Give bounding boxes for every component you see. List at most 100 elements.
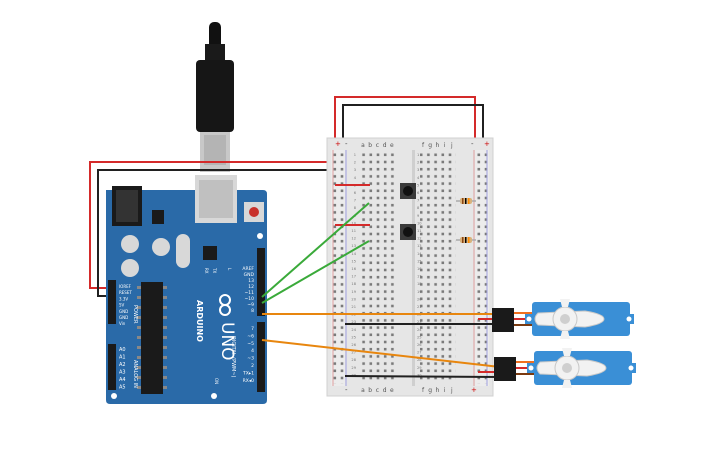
- breadboard-column-letter: h: [435, 387, 439, 394]
- breadboard-row-number: 2: [354, 161, 356, 165]
- pushbutton: [400, 224, 416, 240]
- breadboard-column-letter: f: [422, 387, 425, 394]
- breadboard-column-letter: g: [428, 387, 432, 394]
- servo-motor: [494, 348, 636, 388]
- breadboard-column-letter: e: [390, 387, 394, 394]
- breadboard-row-number: 6: [354, 191, 357, 195]
- breadboard-row-number: 12: [351, 237, 356, 241]
- capacitor: [152, 238, 170, 256]
- breadboard-row-number: 17: [417, 275, 422, 279]
- breadboard-row-number: 25: [351, 335, 356, 339]
- breadboard-row-number: 6: [417, 191, 420, 195]
- breadboard-column-letter: b: [368, 387, 372, 394]
- rx-led-label: RX: [204, 268, 209, 274]
- digital-pin-label: TX▸1: [242, 370, 254, 376]
- breadboard-column-letter: f: [422, 142, 425, 149]
- breadboard-jumpers: [335, 184, 370, 226]
- breadboard-row-labels: 1122334455667788991010111112121313141415…: [351, 153, 422, 377]
- digital-header-bottom: [257, 322, 265, 392]
- analog-header-label: ANALOG IN: [132, 360, 138, 388]
- arduino-logo: [219, 294, 231, 316]
- breadboard-row-number: 20: [417, 297, 422, 301]
- breadboard-row-number: 11: [351, 229, 356, 233]
- breadboard-row-number: 23: [351, 320, 356, 324]
- power-pin-label: RESET: [119, 290, 132, 295]
- breadboard-row-number: 14: [351, 252, 356, 256]
- breadboard-row-number: 4: [354, 176, 357, 180]
- breadboard-column-letter: a: [361, 387, 365, 394]
- on-led-label: ON: [214, 378, 219, 384]
- breadboard-column-letter: i: [444, 387, 446, 394]
- servo-motor: [492, 299, 634, 339]
- digital-pin-label: GND: [244, 272, 255, 278]
- digital-pin-label: ~9: [247, 302, 254, 308]
- breadboard-row-number: 1: [417, 153, 419, 157]
- breadboard-row-number: 11: [417, 229, 422, 233]
- usb-cable: [196, 22, 234, 172]
- breadboard-row-number: 21: [417, 305, 422, 309]
- capacitor: [121, 235, 139, 253]
- capacitor: [121, 259, 139, 277]
- breadboard-row-number: 3: [417, 168, 419, 172]
- servo-wires: [261, 313, 501, 378]
- breadboard-row-number: 26: [417, 343, 422, 347]
- digital-pin-label: 8: [251, 308, 254, 314]
- resistor: [456, 237, 476, 243]
- breadboard-column-letter: d: [383, 387, 387, 394]
- breadboard-row-number: 19: [417, 290, 422, 294]
- breadboard-column-letter: d: [383, 142, 387, 149]
- rail-plus-label-bottom: +: [471, 386, 477, 394]
- analog-pin-label: A5: [119, 385, 126, 391]
- digital-pin-label: 12: [248, 284, 254, 290]
- breadboard-column-letter: e: [390, 142, 394, 149]
- digital-pin-label: AREF: [242, 266, 254, 272]
- rail-minus-label-right: -: [471, 140, 474, 148]
- breadboard-row-number: 7: [354, 199, 356, 203]
- digital-pin-label: ~6: [247, 333, 254, 339]
- digital-header-top: [257, 248, 265, 316]
- rail-minus-label: -: [345, 140, 348, 148]
- digital-pin-label: 4: [251, 348, 254, 354]
- breadboard-row-number: 27: [417, 351, 422, 355]
- analog-header: [108, 344, 116, 390]
- breadboard-row-number: 25: [417, 335, 422, 339]
- microcontroller-chip: [141, 282, 163, 394]
- breadboard-row-number: 28: [351, 358, 356, 362]
- breadboard-column-letter: h: [435, 142, 439, 149]
- power-header: [108, 280, 116, 324]
- arduino-brand: ARDUINO: [195, 300, 204, 342]
- breadboard-row-number: 14: [417, 252, 422, 256]
- breadboard-column-letter: c: [376, 142, 379, 149]
- breadboard-row-number: 27: [351, 351, 356, 355]
- breadboard-column-letter: i: [444, 142, 446, 149]
- crystal: [176, 234, 190, 268]
- l-led-label: L: [227, 268, 232, 271]
- analog-pin-label: A3: [119, 370, 126, 376]
- pushbutton: [400, 183, 416, 199]
- breadboard-row-number: 13: [417, 244, 422, 248]
- breadboard-column-letter: j: [450, 142, 453, 149]
- analog-pin-label: A4: [119, 377, 126, 383]
- breadboard-row-number: 15: [351, 259, 356, 263]
- rail-plus-label: +: [335, 140, 341, 148]
- digital-pin-label: ~5: [247, 341, 254, 347]
- breadboard-row-number: 24: [351, 328, 356, 332]
- breadboard-row-number: 5: [417, 183, 419, 187]
- power-header-label: POWER: [132, 305, 138, 324]
- breadboard-row-number: 16: [351, 267, 356, 271]
- breadboard-row-number: 4: [417, 176, 420, 180]
- breadboard-row-number: 18: [417, 282, 422, 286]
- breadboard-row-number: 19: [351, 290, 356, 294]
- breadboard-row-number: 24: [417, 328, 422, 332]
- digital-pin-label: ~3: [247, 356, 254, 362]
- breadboard-row-number: 23: [417, 320, 422, 324]
- breadboard-row-number: 20: [351, 297, 356, 301]
- resistor: [456, 198, 476, 204]
- breadboard-row-number: 2: [417, 161, 419, 165]
- power-pin-label: GND: [119, 315, 128, 320]
- tx-led-label: TX: [212, 267, 217, 273]
- digital-pin-label: ~10: [245, 296, 255, 302]
- servo-connector: [494, 357, 516, 381]
